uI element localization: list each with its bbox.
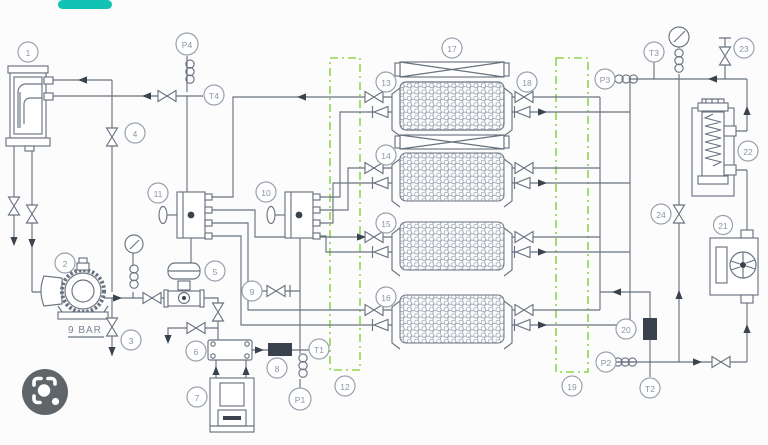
vessel-14 bbox=[391, 152, 513, 208]
tag-p4: P4 bbox=[182, 40, 193, 50]
pressure-gauge-topright bbox=[668, 26, 690, 73]
tag-p3: P3 bbox=[600, 75, 611, 85]
label-14: 14 bbox=[381, 151, 391, 161]
label-8: 8 bbox=[275, 364, 280, 374]
instrument-t4: T4 bbox=[203, 84, 225, 106]
label-4: 4 bbox=[133, 129, 138, 139]
heater-17 bbox=[394, 61, 510, 78]
label-12: 12 bbox=[340, 382, 350, 392]
label-20: 20 bbox=[621, 325, 631, 335]
valve-24 bbox=[672, 204, 686, 224]
label-16: 16 bbox=[381, 293, 391, 303]
manifold-10 bbox=[266, 191, 321, 240]
valve-5-out bbox=[211, 302, 225, 322]
cabinet-7 bbox=[209, 377, 255, 433]
tag-p1: P1 bbox=[295, 395, 306, 405]
instrument-t2: T2 bbox=[639, 377, 661, 399]
label-17: 17 bbox=[447, 44, 457, 54]
instrument-p2: P2 bbox=[595, 351, 638, 373]
pressure-note: 9 BAR bbox=[68, 325, 102, 336]
regulator-5 bbox=[163, 262, 205, 308]
manifold-11 bbox=[158, 191, 213, 263]
heater-mid bbox=[394, 134, 510, 150]
valve-4 bbox=[105, 127, 119, 147]
vessel-15 bbox=[391, 221, 513, 277]
label-15: 15 bbox=[381, 219, 391, 229]
relief-valve-3 bbox=[105, 317, 119, 337]
label-21: 21 bbox=[718, 221, 728, 231]
drain-valve bbox=[186, 321, 206, 335]
google-lens-icon bbox=[32, 376, 60, 406]
label-18: 18 bbox=[522, 78, 532, 88]
teal-pill[interactable] bbox=[58, 0, 112, 9]
label-10: 10 bbox=[261, 188, 271, 198]
valve-23 bbox=[718, 46, 732, 66]
filter-20 bbox=[643, 318, 657, 340]
label-23: 23 bbox=[739, 44, 749, 54]
pump-2 bbox=[40, 257, 109, 320]
adsorber-vessels bbox=[391, 61, 513, 350]
label-19: 19 bbox=[567, 382, 577, 392]
label-11: 11 bbox=[154, 189, 163, 199]
vessel-13 bbox=[391, 81, 513, 137]
tag-t3: T3 bbox=[649, 48, 659, 58]
component-labels: 1 2 3 4 5 6 7 8 9 10 11 12 13 14 15 16 1… bbox=[17, 37, 759, 408]
label-3: 3 bbox=[129, 336, 134, 346]
rotameter-22 bbox=[691, 98, 737, 197]
pump-gauge bbox=[124, 234, 144, 289]
label-2: 2 bbox=[63, 259, 68, 269]
tag-p2: P2 bbox=[601, 358, 612, 368]
label-7: 7 bbox=[195, 393, 200, 403]
instrument-t3: T3 bbox=[643, 41, 665, 63]
instrument-t1: T1 bbox=[308, 338, 330, 360]
google-lens-button[interactable] bbox=[22, 369, 68, 415]
label-6: 6 bbox=[194, 347, 199, 357]
instrument-p4: P4 bbox=[175, 32, 199, 84]
inlet-valve bbox=[157, 89, 177, 103]
outlet-valve bbox=[711, 355, 731, 369]
instrument-p3: P3 bbox=[594, 68, 639, 90]
tag-t4: T4 bbox=[209, 91, 219, 101]
block-6 bbox=[207, 339, 253, 361]
vessel-1 bbox=[5, 65, 54, 152]
tag-t1: T1 bbox=[314, 345, 324, 355]
enclosure-19 bbox=[555, 57, 589, 373]
vent-valve-b bbox=[25, 204, 39, 224]
fan-cooler-21 bbox=[709, 229, 759, 304]
vessel-16 bbox=[391, 294, 513, 350]
label-13: 13 bbox=[381, 78, 391, 88]
filter-8 bbox=[268, 343, 292, 356]
label-1: 1 bbox=[26, 48, 31, 58]
label-9: 9 bbox=[250, 287, 255, 297]
label-24: 24 bbox=[656, 210, 666, 220]
label-22: 22 bbox=[743, 147, 753, 157]
tag-t2: T2 bbox=[645, 384, 655, 394]
discharge-valve bbox=[142, 291, 162, 305]
label-5: 5 bbox=[213, 267, 218, 277]
instrument-p1: P1 bbox=[288, 353, 312, 411]
valve-9 bbox=[266, 284, 291, 298]
vent-valve-a bbox=[7, 196, 21, 216]
enclosure-12 bbox=[329, 57, 361, 371]
